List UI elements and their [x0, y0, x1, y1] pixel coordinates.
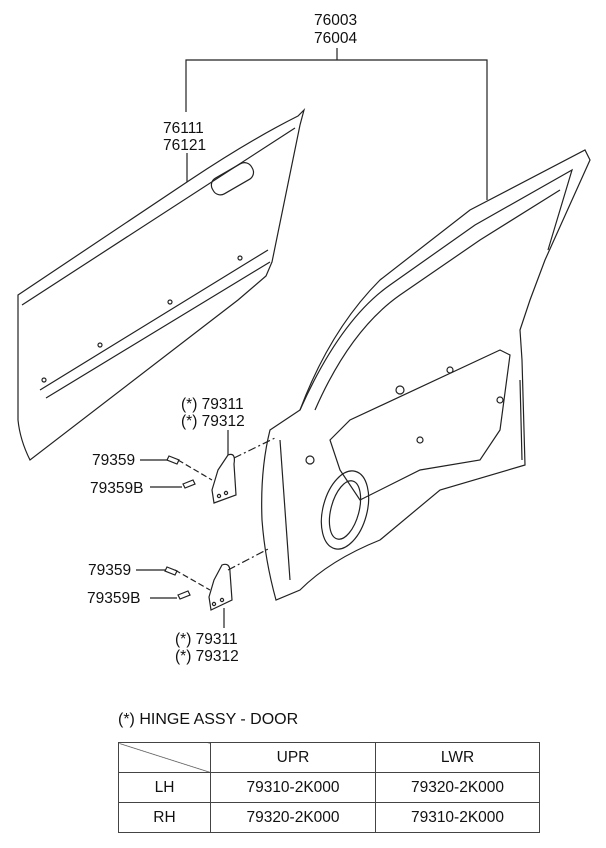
header-corner-cell: [118, 742, 211, 773]
row-side: RH: [118, 802, 211, 833]
door-inner-frame: [261, 149, 591, 601]
label-lower-79359b: 79359B: [87, 590, 141, 607]
label-upper-79312: (*) 79312: [181, 413, 245, 430]
label-lower-79312: (*) 79312: [175, 648, 239, 665]
table-row: LH 79310-2K000 79320-2K000: [118, 772, 540, 803]
table-header-row: UPR LWR: [118, 742, 540, 773]
hinge-table: UPR LWR LH 79310-2K000 79320-2K000 RH 79…: [118, 742, 540, 833]
cell-lwr: 79310-2K000: [375, 802, 540, 833]
cell-upr: 79310-2K000: [210, 772, 376, 803]
label-upper-79359b: 79359B: [90, 480, 144, 497]
cell-upr: 79320-2K000: [210, 802, 376, 833]
label-76121: 76121: [163, 137, 207, 154]
lower-hinge: [136, 547, 271, 628]
hinge-table-title: (*) HINGE ASSY - DOOR: [118, 711, 299, 728]
assembly-leader-bracket: [185, 48, 488, 200]
upper-hinge: [140, 430, 276, 504]
label-76004: 76004: [314, 30, 358, 47]
header-upr: UPR: [210, 742, 376, 773]
row-side: LH: [118, 772, 211, 803]
label-76111: 76111: [163, 120, 204, 137]
label-76003: 76003: [314, 12, 358, 29]
cell-lwr: 79320-2K000: [375, 772, 540, 803]
table-row: RH 79320-2K000 79310-2K000: [118, 802, 540, 833]
header-lwr: LWR: [375, 742, 540, 773]
label-upper-79359: 79359: [92, 452, 136, 469]
label-upper-79311: (*) 79311: [181, 396, 244, 413]
label-lower-79359: 79359: [88, 562, 132, 579]
door-outer-panel: [17, 107, 306, 461]
label-lower-79311: (*) 79311: [175, 631, 238, 648]
